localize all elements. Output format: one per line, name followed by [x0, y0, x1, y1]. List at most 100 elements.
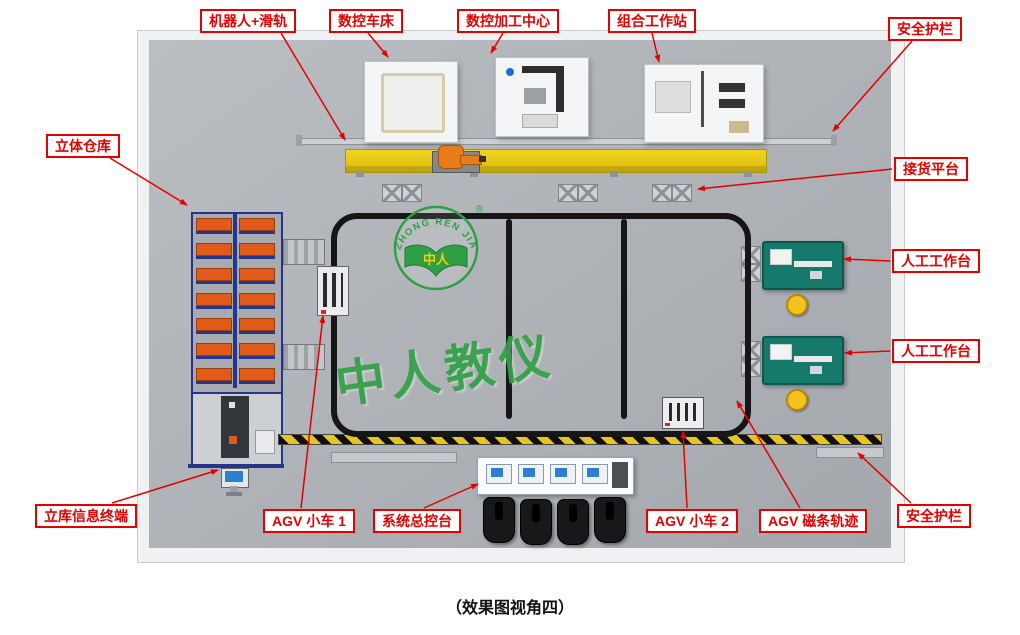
receiving-pallet	[672, 184, 692, 202]
warehouse-rack	[191, 212, 283, 394]
machining-center-frame-side	[556, 66, 564, 112]
machining-center-table	[522, 114, 558, 128]
logo-book-icon	[404, 244, 468, 277]
agv1-indicator	[321, 310, 326, 314]
ws2-bench-top	[794, 356, 832, 362]
label-console: 系统总控台	[373, 509, 461, 533]
console-screen	[550, 464, 576, 484]
conveyor-stub	[283, 344, 325, 370]
combined-workstation-model	[644, 64, 764, 143]
label-terminal: 立库信息终端	[35, 504, 137, 528]
robot-gripper	[479, 156, 486, 162]
warehouse-bin	[196, 368, 232, 381]
robot-slide-rail	[345, 149, 767, 173]
label-cnc-lathe: 数控车床	[329, 9, 403, 33]
rail-foot	[356, 171, 364, 177]
warehouse-bin	[239, 293, 275, 306]
warehouse-bin	[196, 268, 232, 281]
machining-center-indicator	[506, 68, 514, 76]
warehouse-bin	[239, 243, 275, 256]
operator-chair	[557, 499, 589, 545]
warehouse-base-rail	[188, 464, 284, 468]
fence-post-right	[831, 135, 837, 146]
rail-foot	[744, 171, 752, 177]
ws2-fixture	[810, 366, 822, 374]
warehouse-bin	[196, 243, 232, 256]
label-agv1: AGV 小车 1	[263, 509, 355, 533]
ws1-monitor	[770, 249, 792, 265]
stacker-crane	[221, 396, 249, 458]
console-screen	[582, 464, 608, 484]
label-robot-rail: 机器人+滑轨	[200, 9, 297, 33]
terminal-stand	[230, 486, 238, 492]
label-cnc-center: 数控加工中心	[457, 9, 559, 33]
warehouse-bin	[196, 318, 232, 331]
warehouse-bin	[239, 368, 275, 381]
operator-chair	[594, 497, 626, 543]
label-agv-track: AGV 磁条轨迹	[759, 509, 868, 533]
crane-load	[229, 436, 237, 444]
figure-caption: （效果图视角四）	[445, 598, 574, 617]
robot-body	[438, 145, 464, 169]
label-manual-ws2: 人工工作台	[892, 339, 980, 363]
manual-workstation-2-model	[762, 336, 844, 385]
agv2-indicator	[665, 423, 670, 426]
ws1-bench-top	[794, 261, 832, 267]
label-manual-ws1: 人工工作台	[892, 249, 980, 273]
operator-chair	[520, 499, 552, 545]
warehouse-bin	[239, 268, 275, 281]
warehouse-bin	[196, 218, 232, 231]
receiving-pallet	[402, 184, 422, 202]
manual-workstation-1-model	[762, 241, 844, 290]
bay-cabinet	[255, 430, 275, 454]
label-warehouse: 立体仓库	[46, 134, 120, 158]
workstation-divider	[701, 71, 704, 127]
logo-circle	[393, 205, 479, 291]
label-fence-bottom: 安全护栏	[897, 504, 971, 528]
console-screen	[486, 464, 512, 484]
agv-cart-2	[662, 397, 704, 429]
warehouse-bin	[196, 343, 232, 356]
warehouse-bin	[239, 218, 275, 231]
cnc-machining-center-model	[495, 57, 589, 137]
stool-2	[786, 389, 808, 411]
ws1-fixture	[810, 271, 822, 279]
receiving-pallet	[578, 184, 598, 202]
warehouse-bin	[196, 293, 232, 306]
agv-track-divider-1	[506, 219, 512, 419]
receiving-pallet	[382, 184, 402, 202]
workstation-module-2	[719, 99, 745, 108]
warehouse-bin	[239, 318, 275, 331]
operator-chair	[483, 497, 515, 543]
rail-robot	[424, 143, 486, 177]
label-agv2: AGV 小车 2	[646, 509, 738, 533]
agv2-rack-slats	[669, 403, 697, 421]
master-console-model	[477, 457, 634, 495]
agv-magnetic-track-loop	[331, 213, 751, 437]
warehouse-info-terminal	[221, 468, 249, 496]
stacker-crane-rail	[233, 214, 237, 388]
fence-post-left	[296, 135, 302, 146]
registered-trademark: ®	[476, 204, 484, 215]
rail-foot	[610, 171, 618, 177]
agv-track-divider-2	[621, 219, 627, 419]
stool-1	[786, 294, 808, 316]
brand-logo-watermark: ZHONG REN JIAO ® 中人	[384, 196, 484, 291]
console-screen	[518, 464, 544, 484]
terminal-monitor	[221, 468, 249, 488]
conveyor-stub	[283, 239, 325, 265]
machining-center-spindle	[524, 88, 546, 104]
logo-characters: 中人	[423, 252, 450, 267]
label-combo-station: 组合工作站	[608, 9, 696, 33]
rail-foot	[470, 171, 478, 177]
terminal-screen	[225, 471, 243, 482]
crane-carriage	[229, 402, 235, 408]
workstation-module-1	[719, 83, 745, 92]
safety-fence-bottom-model	[816, 447, 884, 458]
receiving-pallet	[558, 184, 578, 202]
bottom-bench	[331, 452, 457, 463]
label-fence-top: 安全护栏	[888, 17, 962, 41]
terminal-base	[226, 492, 242, 496]
warehouse-bin	[239, 343, 275, 356]
